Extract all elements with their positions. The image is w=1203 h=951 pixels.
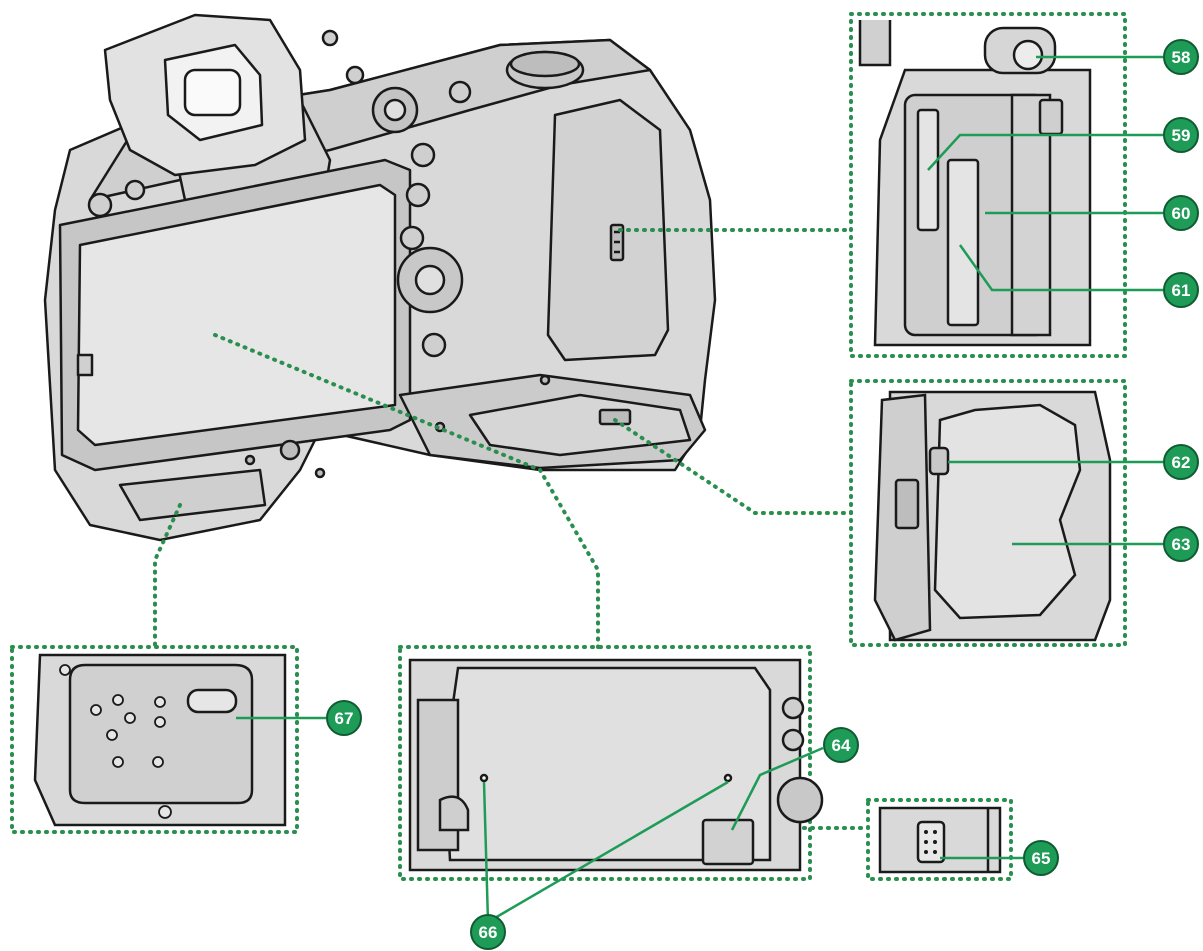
battery-detail xyxy=(875,392,1110,640)
viewfinder-glass xyxy=(185,70,240,115)
grip-hole xyxy=(107,730,117,740)
callout-label: 60 xyxy=(1172,204,1191,223)
grip-hole xyxy=(91,705,101,715)
connector-pin xyxy=(924,850,928,854)
side-button xyxy=(783,730,803,750)
rear-button xyxy=(401,227,423,249)
connector-detail xyxy=(880,808,1000,872)
grip-hole xyxy=(153,757,163,767)
callout-label: 65 xyxy=(1032,849,1051,868)
callout-59: 59 xyxy=(1164,118,1198,152)
grip-hole xyxy=(113,757,123,767)
battery-compartment xyxy=(935,405,1080,618)
camera-body xyxy=(45,15,715,540)
callout-label: 63 xyxy=(1172,535,1191,554)
callout-label: 67 xyxy=(335,709,354,728)
monitor-back-detail xyxy=(410,660,822,870)
callout-64: 64 xyxy=(824,728,858,762)
battery-latch xyxy=(930,448,948,474)
card-upper-wall xyxy=(860,20,890,65)
grip-hole xyxy=(113,695,123,705)
connector-pin xyxy=(933,830,937,834)
callout-label: 61 xyxy=(1172,281,1191,300)
rear-button xyxy=(407,184,429,206)
card-slot-detail xyxy=(860,20,1090,345)
callout-63: 63 xyxy=(1164,527,1198,561)
top-button xyxy=(450,82,470,102)
slot-release-button xyxy=(1040,100,1062,134)
top-button xyxy=(323,31,337,45)
callout-label: 66 xyxy=(479,923,498,942)
callout-62: 62 xyxy=(1164,445,1198,479)
callout-66: 66 xyxy=(471,915,505,949)
grip-hole xyxy=(60,665,70,675)
grip-screw xyxy=(159,806,171,818)
connector-socket xyxy=(918,822,944,862)
connector-pin xyxy=(924,830,928,834)
top-dial-ridges xyxy=(511,52,579,76)
side-dial xyxy=(778,778,822,822)
microphone-hole-left xyxy=(481,775,487,781)
top-left-button xyxy=(126,181,144,199)
callout-58: 58 xyxy=(1164,40,1198,74)
connector-pin xyxy=(924,840,928,844)
grip-hole xyxy=(155,717,165,727)
grip-bottom-detail xyxy=(35,655,285,825)
monitor-hinge-notch xyxy=(440,797,468,830)
bottom-hole xyxy=(541,376,549,384)
battery-door-connector xyxy=(896,480,918,528)
callout-67: 67 xyxy=(327,701,361,735)
grip-hole xyxy=(125,713,135,723)
side-button xyxy=(783,698,803,718)
rear-button xyxy=(423,334,445,356)
selector-center xyxy=(416,266,444,294)
callout-label: 64 xyxy=(832,736,851,755)
callout-65: 65 xyxy=(1024,841,1058,875)
callout-label: 58 xyxy=(1172,48,1191,67)
grip-hole xyxy=(155,697,165,707)
function-button xyxy=(1014,41,1042,69)
monitor-tab xyxy=(78,355,92,375)
connector-pin xyxy=(933,840,937,844)
bottom-hole xyxy=(316,469,324,477)
callout-61: 61 xyxy=(1164,273,1198,307)
callout-60: 60 xyxy=(1164,196,1198,230)
connector-pin xyxy=(933,850,937,854)
top-button xyxy=(347,67,363,83)
top-left-button xyxy=(89,194,111,216)
rear-button xyxy=(412,144,434,166)
card-slot-2 xyxy=(948,160,978,325)
tripod-socket xyxy=(281,441,299,459)
contact-slot xyxy=(188,690,236,712)
contact-cover xyxy=(70,665,252,803)
bottom-hole xyxy=(246,456,254,464)
connector-cover xyxy=(703,820,753,864)
callout-label: 59 xyxy=(1172,126,1191,145)
callout-label: 62 xyxy=(1172,453,1191,472)
microphone-hole-right xyxy=(725,775,731,781)
rear-command-dial-hub xyxy=(385,100,405,120)
